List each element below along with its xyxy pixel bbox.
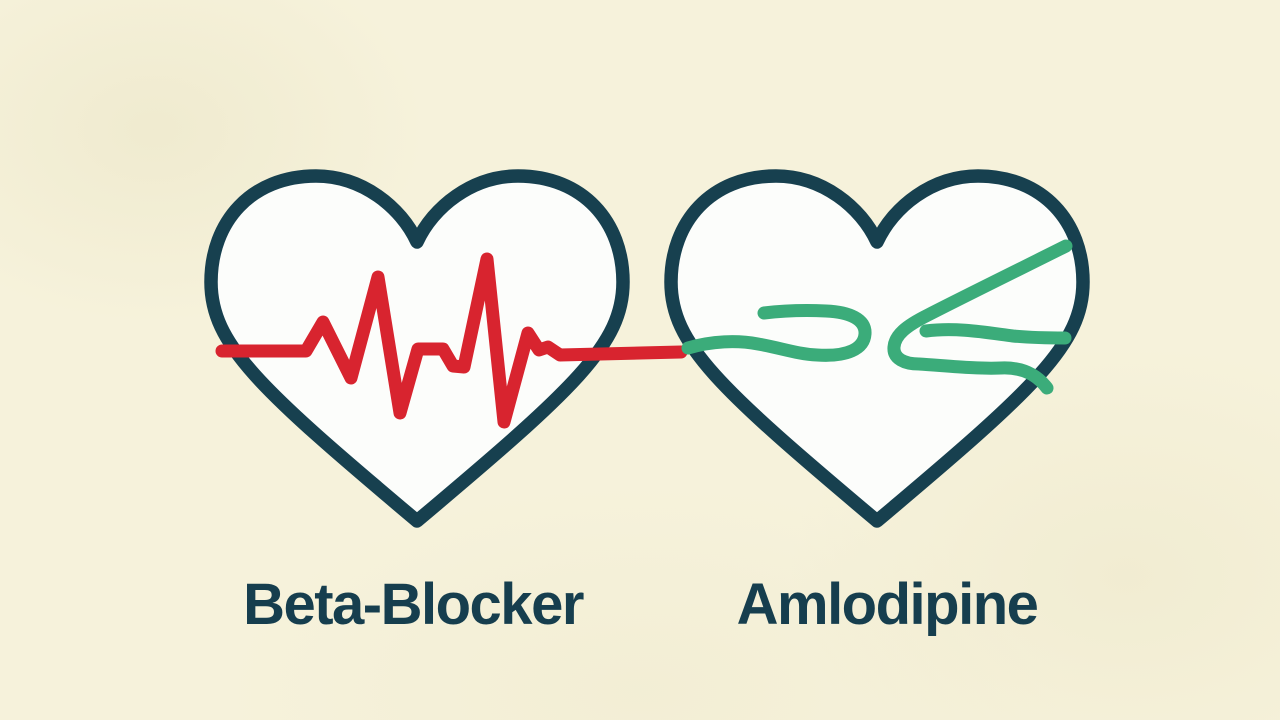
left-drug-label: Beta-Blocker: [243, 572, 584, 637]
right-drug-label: Amlodipine: [736, 572, 1039, 637]
right-heart-group: [664, 169, 1090, 528]
vessel-middle-line-icon: [919, 323, 1072, 345]
vessel-hook-left-icon: [681, 304, 872, 362]
ecg-heartbeat-line-icon: [215, 252, 688, 429]
heart-right-icon: [664, 169, 1090, 528]
vessel-branch-icon: [887, 239, 1073, 395]
